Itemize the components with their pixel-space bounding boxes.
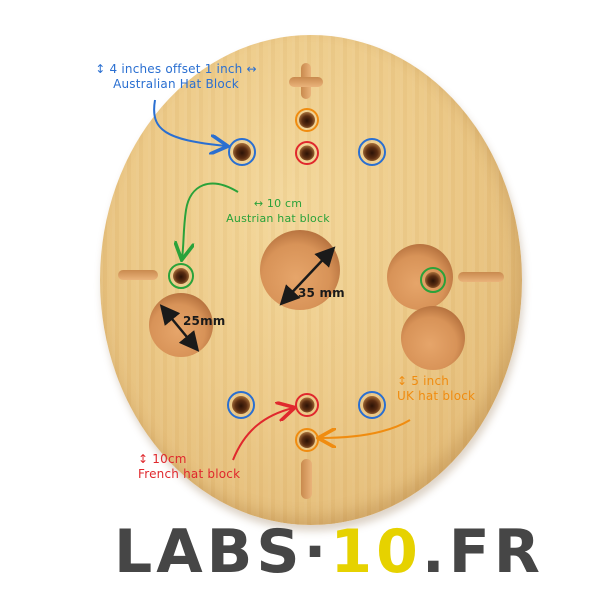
logo-10: 10 xyxy=(330,517,422,587)
austrian-ring-left xyxy=(168,263,194,289)
left-slot xyxy=(118,270,158,280)
austrian-spec: ↔ 10 cm xyxy=(253,197,303,210)
austrian-ring-right xyxy=(420,267,446,293)
australian-title: Australian Hat Block xyxy=(113,77,239,91)
australian-ring-top-right xyxy=(358,138,386,166)
australian-ring-bottom-right xyxy=(358,391,386,419)
french-hat-block-label: ↕ 10cm French hat block xyxy=(138,452,240,482)
left-hole-dimension-label: 25mm xyxy=(183,314,226,328)
logo-fr: .FR xyxy=(421,517,544,587)
top-cross-slot xyxy=(289,63,323,99)
australian-ring-bottom-left xyxy=(227,391,255,419)
french-spec: ↕ 10cm xyxy=(138,452,187,466)
center-hole-dimension-label: 35 mm xyxy=(298,286,345,300)
austrian-hat-block-label: ↔ 10 cm Austrian hat block xyxy=(218,196,338,226)
uk-ring-top xyxy=(295,108,319,132)
french-arrow xyxy=(232,408,293,461)
left-dimension-arrow xyxy=(159,304,200,352)
uk-title: UK hat block xyxy=(397,389,476,403)
austrian-arrow xyxy=(182,182,239,258)
center-dimension-arrow xyxy=(279,246,336,306)
logo-labs: LABS xyxy=(114,517,304,587)
uk-arrow xyxy=(320,419,411,438)
french-ring-top xyxy=(295,141,319,165)
austrian-title: Austrian hat block xyxy=(226,212,330,225)
right-slot xyxy=(458,272,504,282)
australian-spec: ↕ 4 inches offset 1 inch ↔ xyxy=(95,62,257,76)
french-title: French hat block xyxy=(138,467,241,481)
uk-spec: ↕ 5 inch xyxy=(397,374,450,388)
right-upper-bowl xyxy=(387,244,453,310)
uk-hat-block-label: ↕ 5 inch UK hat block xyxy=(397,374,475,404)
australian-hat-block-label: ↕ 4 inches offset 1 inch ↔ Australian Ha… xyxy=(82,62,270,92)
australian-arrow xyxy=(153,99,226,146)
bottom-slot xyxy=(301,459,312,499)
logo-dot: · xyxy=(303,517,331,587)
labs10-logo: LABS·10.FR xyxy=(114,517,540,587)
right-lower-bowl xyxy=(401,306,465,370)
